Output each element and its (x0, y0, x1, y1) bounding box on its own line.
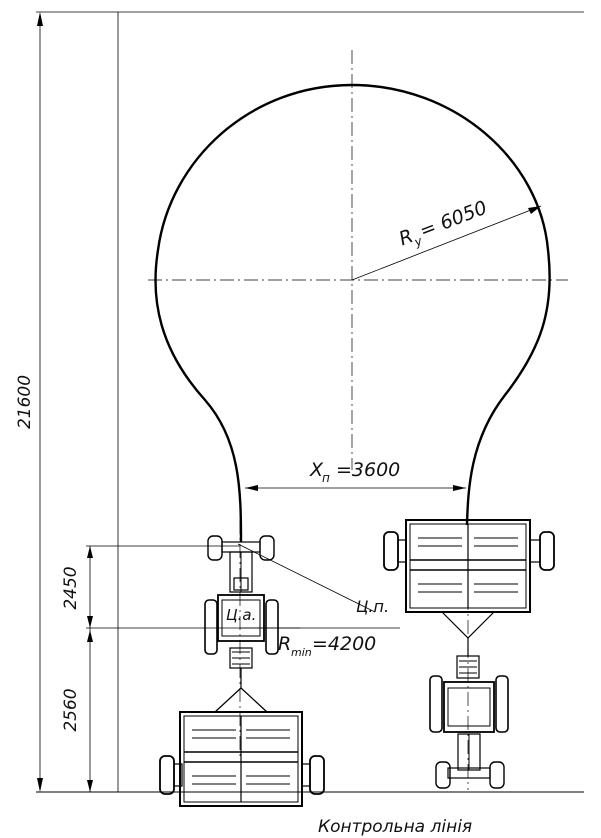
rmin-symbol: R (278, 633, 291, 655)
control-line-label: Контрольна лінія (318, 817, 472, 837)
passage-value: =3600 (336, 459, 400, 481)
rear-dimension-label: 2560 (61, 688, 81, 731)
rotation-center-label: Ц.п. (356, 597, 389, 616)
passage-subscript: п (322, 471, 330, 485)
rmin-subscript: min (291, 646, 312, 659)
total-length-label: 21600 (15, 375, 35, 429)
machine-right (383, 519, 555, 789)
center-lines (148, 50, 568, 790)
dimension-lines (36, 11, 584, 793)
turning-radius-label: R y = 6050 (396, 197, 491, 251)
passage-width-label: X п =3600 (309, 459, 400, 485)
tractor-center-label: Ц.а. (226, 606, 256, 624)
rmin-value: =4200 (312, 633, 376, 655)
radius-value: = 6050 (417, 197, 491, 243)
turning-trajectory (154, 83, 551, 543)
min-radius-label: R min =4200 (278, 633, 376, 659)
front-dimension-label: 2450 (61, 566, 81, 609)
passage-symbol: X (309, 459, 324, 481)
machine-left (159, 535, 325, 807)
